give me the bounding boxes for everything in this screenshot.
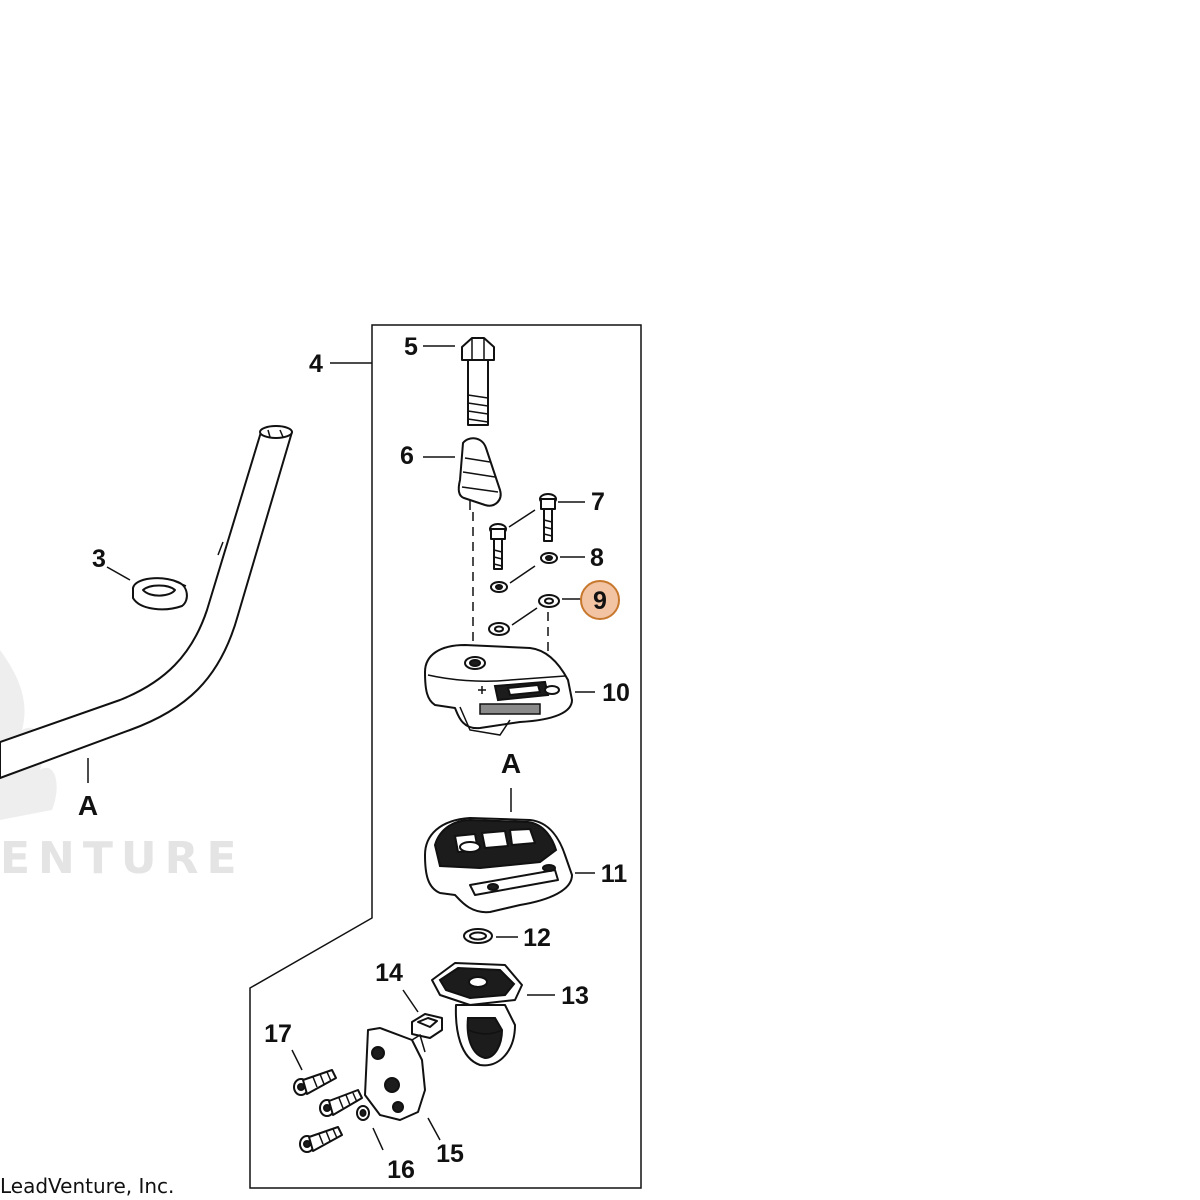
callout-3[interactable]: 3: [92, 545, 106, 573]
section-ref-center: A: [501, 748, 521, 779]
callout-13[interactable]: 13: [561, 982, 589, 1010]
callout-9-highlight[interactable]: [580, 580, 620, 620]
callout-11[interactable]: 11: [601, 860, 628, 888]
part-6-wedge: [457, 437, 502, 510]
callout-15[interactable]: 15: [436, 1140, 464, 1168]
copyright-text: LeadVenture, Inc.: [0, 1174, 174, 1198]
callout-10[interactable]: 10: [602, 679, 630, 707]
part-7-screws: [489, 493, 557, 570]
part-13-swivel: [431, 962, 523, 1067]
part-14-nut: [411, 1013, 443, 1039]
watermark: ENTURE: [0, 650, 245, 884]
part-5-bolt: [461, 337, 495, 426]
callout-7[interactable]: 7: [591, 488, 605, 516]
part-16-washer: [356, 1105, 370, 1121]
part-8-washers: [490, 552, 558, 593]
callout-16[interactable]: 16: [387, 1156, 415, 1184]
callout-17[interactable]: 17: [264, 1020, 292, 1048]
callout-12[interactable]: 12: [523, 924, 551, 952]
handlebar-tube: [0, 425, 293, 783]
part-12-oring: [463, 928, 493, 944]
callout-8[interactable]: 8: [590, 544, 604, 572]
part-15-housing: [364, 1027, 426, 1121]
part-17-screws: [293, 1069, 363, 1153]
part-10-clamp-top: [424, 644, 573, 736]
part-3-clip: [132, 577, 188, 611]
leader-lines: [106, 345, 595, 1151]
section-ref-left: A: [78, 790, 98, 821]
callout-14[interactable]: 14: [375, 959, 403, 987]
callout-5[interactable]: 5: [404, 333, 418, 361]
assembly-frame: [249, 324, 642, 1189]
callouts: 3 4 5 6 7 8 9 10 11 12 13 14 15 16 17: [92, 333, 630, 1184]
part-9-washers: [488, 594, 560, 636]
watermark-text: ENTURE: [0, 833, 245, 884]
part-11-clamp-bottom: [424, 817, 573, 914]
callout-9[interactable]: 9: [593, 587, 607, 615]
callout-4[interactable]: 4: [309, 350, 323, 378]
callout-6[interactable]: 6: [400, 442, 414, 470]
